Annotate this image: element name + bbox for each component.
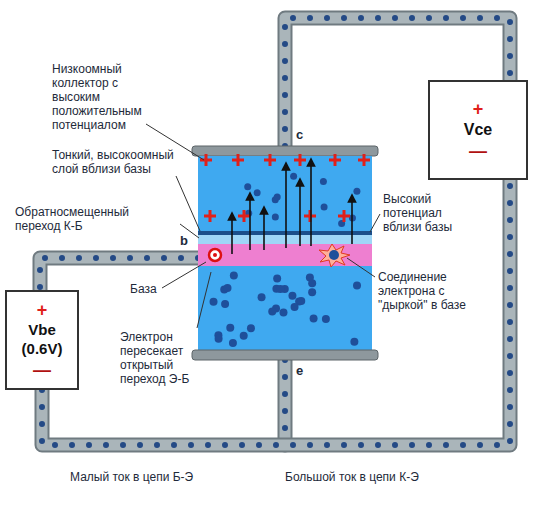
electron: [310, 315, 318, 323]
callout-label: Тонкий, высокоомный слой вблизи базы: [52, 148, 174, 176]
electron-path: [285, 166, 287, 248]
thin-layer: [198, 231, 372, 235]
electron: [329, 250, 339, 260]
electron: [272, 213, 279, 220]
callout-label: Электрон пересекает открытый переход Э-Б: [120, 330, 196, 386]
terminal-name: c: [296, 128, 310, 142]
battery-text: Vbe: [11, 321, 73, 340]
battery-text: (0.6V): [11, 340, 73, 359]
electron: [290, 173, 297, 180]
electron: [308, 279, 316, 287]
callout-label: Обратносмещенный переход К-Б: [15, 205, 177, 233]
positive-charge: [232, 154, 244, 166]
electron-path: [351, 198, 353, 244]
electron: [229, 339, 237, 347]
leader-line: [347, 258, 375, 277]
electron: [210, 298, 218, 306]
callout-label: Малый ток в цепи Б-Э: [70, 470, 240, 484]
wire: [42, 180, 510, 445]
emitter-plate: [192, 350, 378, 360]
base-region: [198, 244, 372, 266]
battery-box: +Vce—: [428, 80, 528, 180]
electron: [274, 193, 281, 200]
battery-text: +: [434, 98, 522, 121]
positive-charge: [358, 154, 370, 166]
emitter-region: [198, 266, 372, 350]
electron: [279, 308, 287, 316]
electron-path: [310, 162, 312, 246]
electron: [273, 274, 281, 282]
positive-charge: [200, 154, 212, 166]
electron: [247, 324, 255, 332]
callout-label: Большой ток в цепи К-Э: [285, 470, 485, 484]
electron-path: [263, 210, 265, 250]
electron: [350, 338, 358, 346]
leader-line: [162, 262, 206, 288]
callout-label: База: [130, 282, 160, 296]
electron: [223, 284, 231, 292]
electron: [288, 292, 296, 300]
positive-charge: [294, 154, 306, 166]
electron: [268, 308, 276, 316]
battery-text: —: [11, 359, 73, 382]
recombination-flash: [319, 244, 350, 267]
callout-label: Высокий потенциал вблизи базы: [383, 192, 479, 234]
leader-line: [370, 214, 380, 232]
collector-region: [198, 156, 372, 232]
hole: [209, 249, 221, 261]
electron: [221, 300, 229, 308]
electron: [230, 272, 238, 280]
electron: [297, 297, 305, 305]
electron: [258, 293, 266, 301]
hole: [213, 253, 217, 257]
leader-line: [176, 176, 200, 231]
positive-charge: [204, 210, 216, 222]
callout-label: Соединение электрона с "дыркой" в базе: [378, 270, 470, 312]
electron: [240, 332, 248, 340]
positive-charge: [238, 210, 250, 222]
battery-box: +Vbe(0.6V)—: [5, 290, 79, 390]
electron: [244, 183, 251, 190]
positive-charge: [304, 210, 316, 222]
electron: [254, 189, 261, 196]
electron: [320, 178, 327, 185]
electron-path: [231, 216, 233, 254]
electron-path: [299, 182, 301, 246]
positive-charges: [200, 154, 370, 222]
electron: [322, 315, 330, 323]
battery-text: —: [434, 140, 522, 163]
electron: [226, 324, 234, 332]
depletion-layer: [198, 235, 372, 244]
battery-text: +: [11, 299, 73, 322]
leader-lines: [146, 124, 380, 328]
electron: [353, 282, 361, 290]
electron: [215, 335, 223, 343]
terminal-name: e: [296, 364, 310, 378]
collector-plate: [192, 146, 378, 156]
terminal-name: b: [180, 234, 194, 248]
electron: [276, 285, 284, 293]
positive-charge: [338, 210, 350, 222]
electron: [308, 288, 316, 296]
electron: [353, 188, 360, 195]
electron-path: [249, 196, 251, 250]
emitter-wire: [285, 360, 286, 445]
positive-charge: [329, 154, 341, 166]
battery-text: Vce: [434, 120, 522, 140]
electron-paths: [232, 162, 352, 254]
leader-line: [197, 272, 211, 328]
electron: [321, 204, 328, 211]
callout-label: Низкоомный коллектор с высоким положител…: [52, 62, 144, 132]
electron: [291, 303, 299, 311]
positive-charge: [264, 154, 276, 166]
